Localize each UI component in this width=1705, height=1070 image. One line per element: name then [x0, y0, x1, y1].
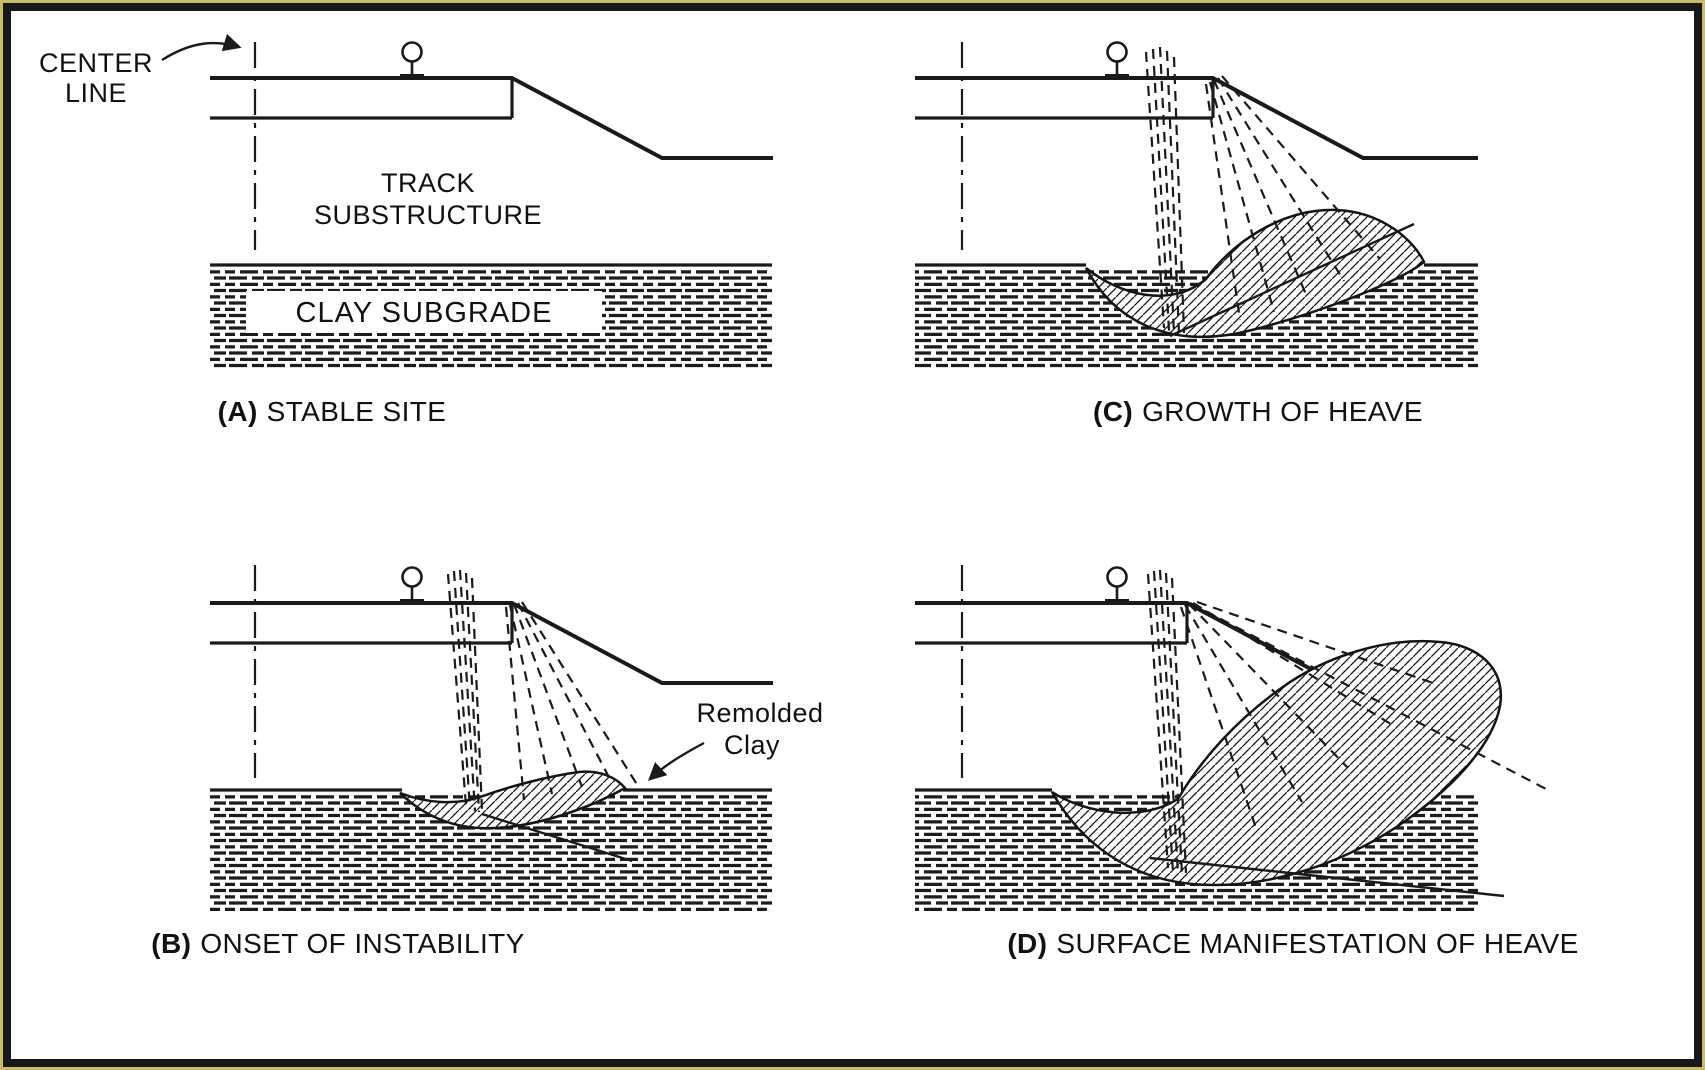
caption-a: (A) STABLE SITE [218, 396, 447, 427]
panel-a: CENTER LINE TRACK SUBSTRUCTURE CLAY SUBG… [39, 33, 773, 427]
track-surface-b [210, 601, 773, 685]
caption-a-prefix: (A) [218, 396, 258, 427]
caption-d-prefix: (D) [1007, 928, 1047, 959]
clay-label-backing-a [246, 291, 602, 333]
track-substructure-label-1: TRACK [381, 168, 475, 198]
slip-axis-line-c [1169, 222, 1415, 338]
heave-lens-c [1084, 208, 1426, 338]
caption-d-text: SURFACE MANIFESTATION OF HEAVE [1056, 928, 1578, 959]
caption-a-text: STABLE SITE [267, 396, 447, 427]
caption-c-text: GROWTH OF HEAVE [1142, 396, 1423, 427]
shear-band-bundle-d [1146, 569, 1188, 876]
caption-b: (B) ONSET OF INSTABILITY [151, 928, 524, 959]
signal-icon-d [1105, 566, 1129, 602]
caption-b-text: ONSET OF INSTABILITY [200, 928, 524, 959]
centerline-pointer-arrow [161, 33, 242, 62]
clay-subgrade-label: CLAY SUBGRADE [296, 297, 553, 329]
slip-axis-line-d [1149, 856, 1505, 898]
remolded-clay-label-2: Clay [724, 730, 780, 760]
heave-lens-d [1050, 639, 1503, 887]
shear-fan-c [1204, 75, 1381, 321]
heave-lens-b [399, 770, 627, 830]
panel-c: (C) GROWTH OF HEAVE [915, 41, 1478, 427]
caption-b-prefix: (B) [151, 928, 191, 959]
panel-d: (D) SURFACE MANIFESTATION OF HEAVE [915, 565, 1578, 959]
remolded-clay-pointer-arrow [648, 741, 705, 781]
track-surface-a [210, 76, 773, 160]
slip-axis-line-b [481, 812, 633, 863]
track-surface-c [915, 76, 1478, 160]
shear-fan-b [504, 601, 639, 801]
shear-fan-d [1179, 600, 1547, 829]
shear-band-bundle-b [446, 569, 484, 813]
caption-d: (D) SURFACE MANIFESTATION OF HEAVE [1007, 928, 1578, 959]
signal-icon-a [400, 41, 424, 77]
center-line-label-1: CENTER [39, 48, 153, 78]
caption-c-prefix: (C) [1093, 396, 1133, 427]
caption-c: (C) GROWTH OF HEAVE [1093, 396, 1423, 427]
signal-icon-b [400, 566, 424, 602]
remolded-clay-label-1: Remolded [696, 698, 823, 728]
signal-icon-c [1105, 41, 1129, 77]
panel-b: Remolded Clay (B) ONSET OF INSTABILITY [151, 565, 823, 959]
center-line-label-2: LINE [65, 78, 127, 108]
shear-band-bundle-c [1144, 46, 1186, 335]
track-substructure-label-2: SUBSTRUCTURE [314, 200, 542, 230]
